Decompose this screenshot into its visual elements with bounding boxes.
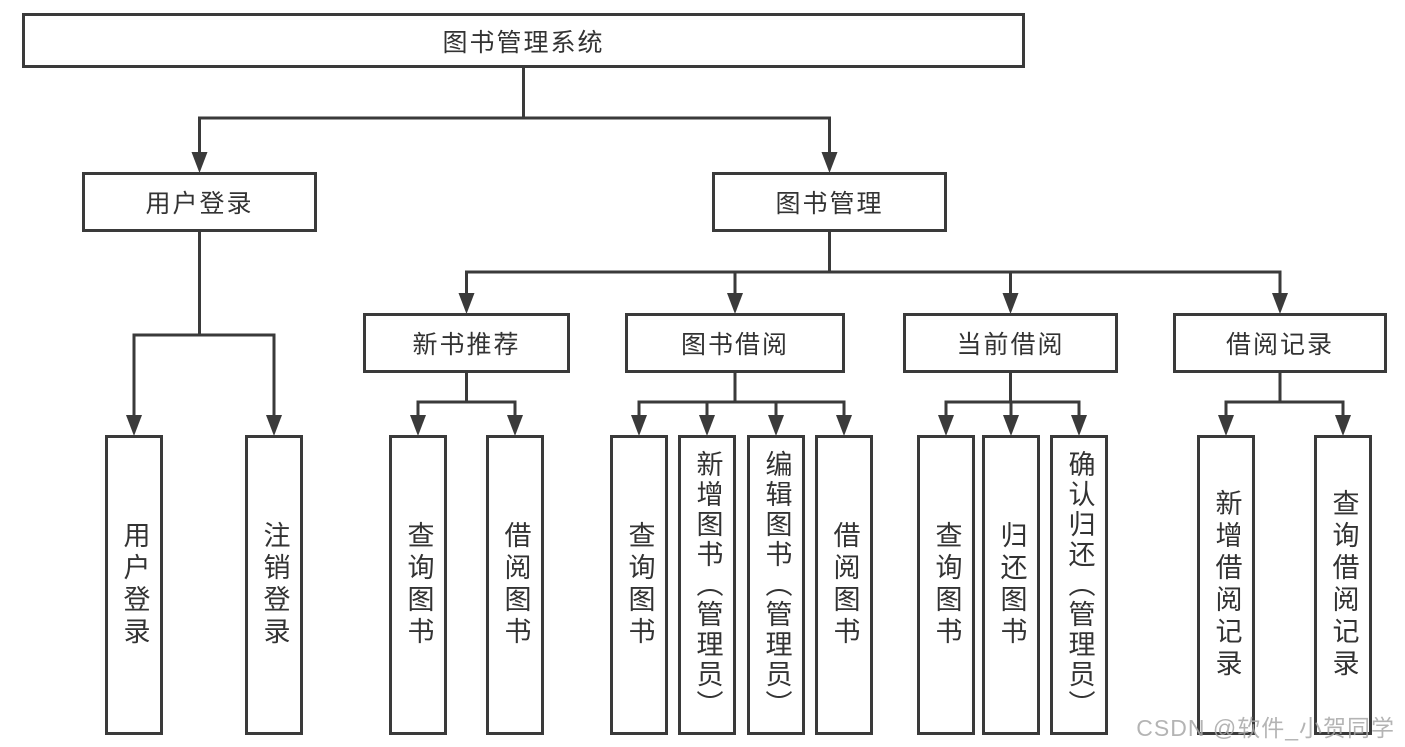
watermark: CSDN @软件_小贺同学 (1136, 715, 1395, 741)
node-book-borrowing: 图书借阅 (625, 313, 845, 373)
leaf-query-books: 查询图书 (610, 435, 668, 735)
node-new-book-recommendation: 新书推荐 (363, 313, 570, 373)
leaf-logout-label: 注销登录 (259, 521, 290, 649)
leaf-borrow-books: 借阅图书 (486, 435, 544, 735)
node-current-borrowing: 当前借阅 (903, 313, 1118, 373)
leaf-add-book-admin-label: 新增图书（管理员） (692, 450, 723, 720)
leaf-return-books-label: 归还图书 (996, 521, 1027, 649)
leaf-query-books: 查询图书 (389, 435, 447, 735)
node-borrowing-records-label: 借阅记录 (1225, 331, 1334, 359)
node-book-borrowing-label: 图书借阅 (680, 331, 789, 359)
node-user-login: 用户登录 (82, 172, 317, 232)
leaf-query-borrowing-record-label: 查询借阅记录 (1328, 489, 1359, 681)
leaf-query-borrowing-record: 查询借阅记录 (1314, 435, 1372, 735)
node-current-borrowing-label: 当前借阅 (956, 331, 1065, 359)
leaf-add-borrowing-record: 新增借阅记录 (1197, 435, 1255, 735)
node-book-management-label: 图书管理 (775, 190, 884, 218)
leaf-borrow-books-label: 借阅图书 (829, 521, 860, 649)
leaf-logout: 注销登录 (245, 435, 303, 735)
leaf-add-book-admin: 新增图书（管理员） (678, 435, 736, 735)
leaf-query-books-label: 查询图书 (403, 521, 434, 649)
node-library-management-system: 图书管理系统 (22, 13, 1025, 68)
node-book-management: 图书管理 (712, 172, 947, 232)
leaf-confirm-return-admin-label: 确认归还（管理员） (1064, 450, 1095, 720)
leaf-borrow-books-label: 借阅图书 (500, 521, 531, 649)
leaf-query-books-label: 查询图书 (931, 521, 962, 649)
leaf-borrow-books: 借阅图书 (815, 435, 873, 735)
node-library-management-system-label: 图书管理系统 (442, 28, 605, 57)
node-new-book-recommendation-label: 新书推荐 (412, 331, 521, 359)
leaf-add-borrowing-record-label: 新增借阅记录 (1211, 489, 1242, 681)
node-borrowing-records: 借阅记录 (1173, 313, 1387, 373)
leaf-user-login-label: 用户登录 (119, 521, 150, 649)
leaf-return-books: 归还图书 (982, 435, 1040, 735)
leaf-query-books-label: 查询图书 (624, 521, 655, 649)
leaf-confirm-return-admin: 确认归还（管理员） (1050, 435, 1108, 735)
leaf-edit-book-admin: 编辑图书（管理员） (747, 435, 805, 735)
leaf-edit-book-admin-label: 编辑图书（管理员） (761, 450, 792, 720)
leaf-user-login: 用户登录 (105, 435, 163, 735)
node-user-login-label: 用户登录 (145, 190, 254, 218)
leaf-query-books: 查询图书 (917, 435, 975, 735)
